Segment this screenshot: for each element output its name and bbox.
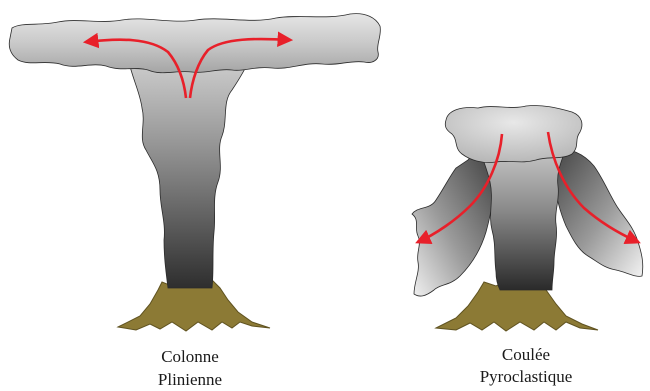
plinian-caption-line1: Colonne (161, 347, 219, 366)
pyroclastic-right-flow (553, 150, 643, 276)
pyroclastic-left-flow (412, 156, 493, 296)
pyroclastic-cap (445, 105, 582, 162)
plinian-caption-line2: Plinienne (158, 370, 222, 389)
pyroclastic-caption-line1: Coulée (502, 345, 550, 364)
plinian-cap (9, 14, 380, 73)
plinian-figure: Colonne Plinienne (9, 14, 380, 389)
plinian-column (128, 58, 250, 288)
pyroclastic-figure: Coulée Pyroclastique (412, 105, 643, 386)
pyroclastic-caption-line2: Pyroclastique (480, 367, 573, 386)
